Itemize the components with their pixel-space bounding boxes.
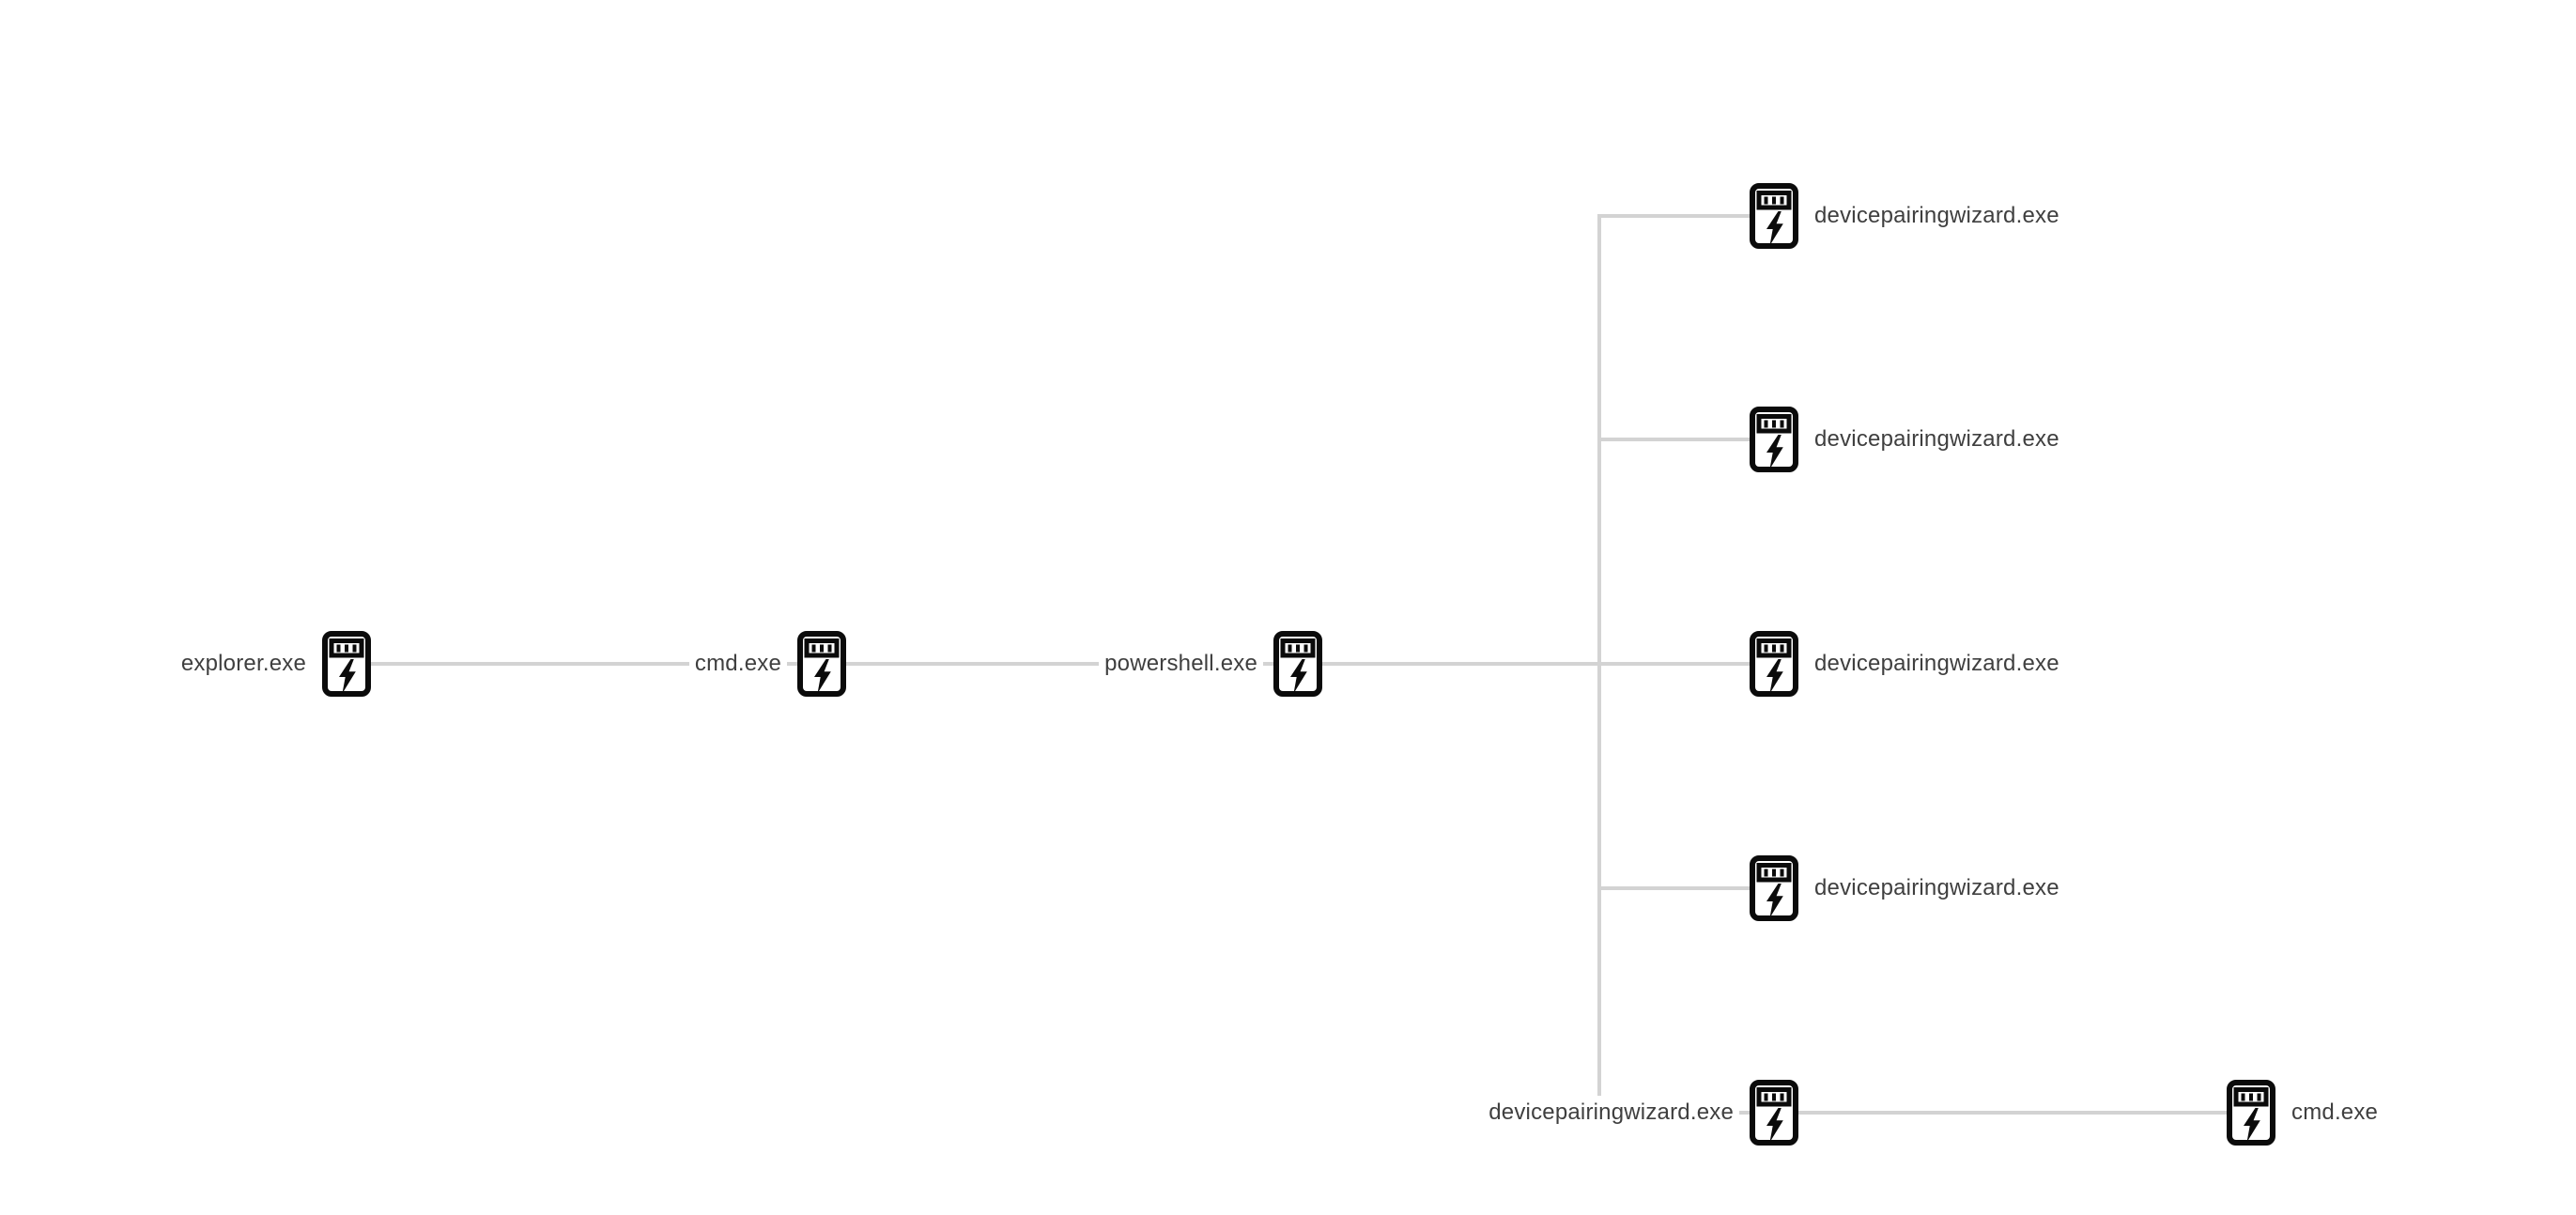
process-node-devicepairingwizard-1[interactable]: devicepairingwizard.exe — [1749, 182, 2065, 250]
executable-process-icon — [1749, 182, 1799, 250]
executable-process-icon — [1749, 1079, 1799, 1146]
executable-process-icon — [796, 630, 847, 698]
process-label: powershell.exe — [1099, 647, 1263, 681]
process-label: devicepairingwizard.exe — [1809, 199, 2065, 233]
process-node-explorer[interactable]: explorer.exe — [175, 630, 372, 698]
executable-process-icon — [321, 630, 372, 698]
executable-process-icon — [1273, 630, 1323, 698]
executable-process-icon — [1749, 406, 1799, 473]
process-label: devicepairingwizard.exe — [1809, 423, 2065, 456]
process-label: cmd.exe — [2286, 1096, 2384, 1130]
executable-process-icon — [2226, 1079, 2276, 1146]
process-label: devicepairingwizard.exe — [1809, 647, 2065, 681]
process-label: explorer.exe — [175, 647, 312, 681]
executable-process-icon — [1749, 630, 1799, 698]
process-node-devicepairingwizard-5[interactable]: devicepairingwizard.exe — [1483, 1079, 1799, 1146]
process-node-devicepairingwizard-2[interactable]: devicepairingwizard.exe — [1749, 406, 2065, 473]
process-node-cmd-2[interactable]: cmd.exe — [2226, 1079, 2384, 1146]
executable-process-icon — [1749, 854, 1799, 922]
process-label: devicepairingwizard.exe — [1809, 871, 2065, 905]
process-node-cmd-1[interactable]: cmd.exe — [688, 630, 847, 698]
process-node-devicepairingwizard-4[interactable]: devicepairingwizard.exe — [1749, 854, 2065, 922]
process-label: devicepairingwizard.exe — [1483, 1096, 1739, 1130]
process-node-powershell[interactable]: powershell.exe — [1099, 630, 1323, 698]
process-label: cmd.exe — [688, 647, 787, 681]
process-node-devicepairingwizard-3[interactable]: devicepairingwizard.exe — [1749, 630, 2065, 698]
